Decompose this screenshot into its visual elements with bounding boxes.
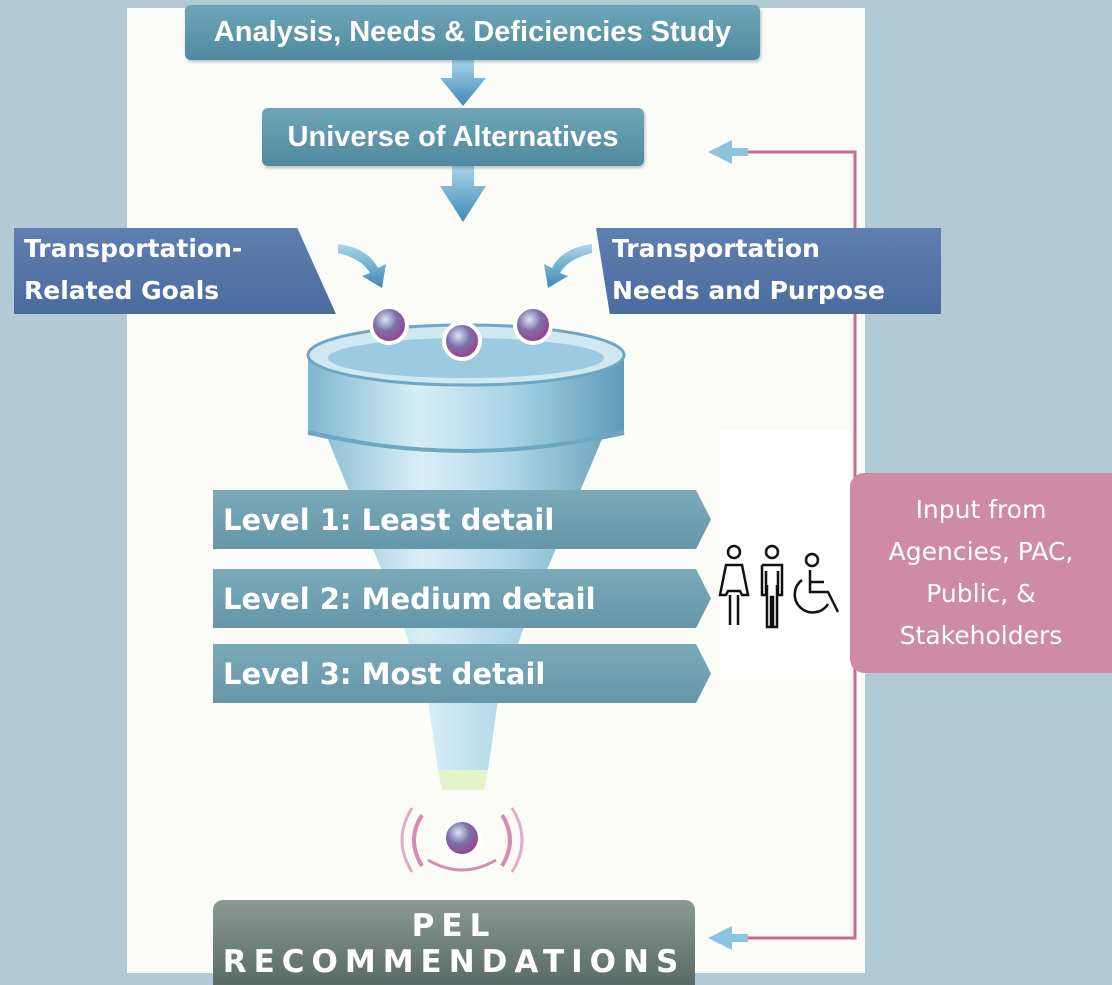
- pel-recommendations-box: PEL RECOMMENDATIONS: [213, 900, 695, 985]
- pel-line-1: PEL: [411, 908, 497, 944]
- alternative-ball: [513, 305, 553, 345]
- needs-line-1: Transportation: [612, 234, 820, 263]
- down-arrow-icon: [440, 60, 486, 106]
- left-arrow-icon: [708, 140, 748, 164]
- down-arrow-icon: [440, 166, 486, 222]
- people-icons-area: [720, 430, 850, 680]
- input-line-4: Stakeholders: [899, 621, 1063, 650]
- input-line-1: Input from: [915, 495, 1047, 524]
- alternative-ball: [442, 321, 482, 361]
- alternative-ball: [369, 305, 409, 345]
- output-ball: [400, 807, 524, 873]
- needs-line-2: Needs and Purpose: [612, 276, 885, 305]
- transportation-goals-box: Transportation- Related Goals: [14, 228, 336, 314]
- goals-line-1: Transportation-: [24, 234, 243, 263]
- level-3-banner: Level 3: Most detail: [213, 644, 711, 703]
- stakeholder-input-box: Input from Agencies, PAC, Public, & Stak…: [850, 473, 1112, 673]
- input-line-2: Agencies, PAC,: [888, 537, 1074, 566]
- left-arrow-icon: [708, 926, 748, 950]
- transportation-needs-box: Transportation Needs and Purpose: [596, 228, 941, 314]
- level-1-banner: Level 1: Least detail: [213, 490, 711, 549]
- funnel: [306, 323, 626, 790]
- curved-arrow-icon: [544, 244, 592, 288]
- pel-line-2: RECOMMENDATIONS: [222, 944, 686, 980]
- analysis-study-box: Analysis, Needs & Deficiencies Study: [185, 5, 760, 60]
- universe-of-alternatives-box: Universe of Alternatives: [262, 108, 644, 166]
- goals-line-2: Related Goals: [24, 276, 220, 305]
- curved-arrow-icon: [338, 244, 386, 288]
- input-line-3: Public, &: [926, 579, 1036, 608]
- level-2-banner: Level 2: Medium detail: [213, 569, 711, 628]
